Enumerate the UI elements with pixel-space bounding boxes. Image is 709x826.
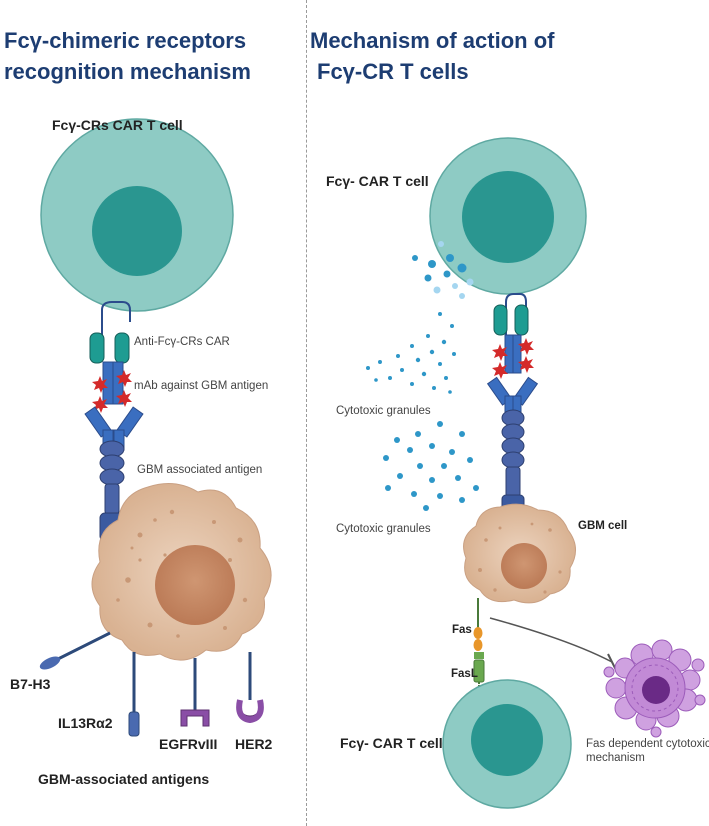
apoptotic-cell bbox=[603, 639, 706, 738]
left-gbm-cell bbox=[91, 482, 272, 661]
antigen-egfrviii bbox=[180, 658, 210, 727]
right-car-receptor bbox=[493, 293, 529, 374]
right-bottom-cell-label: Fcγ- CAR T cell bbox=[340, 735, 443, 751]
right-antibody bbox=[486, 376, 539, 415]
cytotoxic-granules-3 bbox=[383, 421, 479, 511]
left-title-line2: recognition mechanism bbox=[4, 59, 251, 84]
cytotoxic-granules-2 bbox=[366, 312, 456, 394]
right-gbm-cell bbox=[463, 503, 576, 604]
right-top-cell-label: Fcγ- CAR T cell bbox=[326, 173, 429, 189]
inhibition-arrow bbox=[489, 617, 617, 671]
fas-fasl-complex bbox=[473, 598, 485, 706]
granules-label-2: Cytotoxic granules bbox=[336, 523, 431, 535]
antigen-her2 bbox=[236, 652, 264, 724]
apoptosis-label-line2: mechanism bbox=[586, 752, 645, 764]
left-cell-label: Fcγ-CRs CAR T cell bbox=[52, 117, 183, 133]
fasl-label: FasL bbox=[451, 668, 478, 680]
antigen-label-egfrviii: EGFRvIII bbox=[159, 736, 218, 752]
cytotoxic-granules-1 bbox=[412, 241, 474, 299]
right-mab-stars bbox=[492, 338, 534, 379]
antigen-label-il13ra2: IL13Rα2 bbox=[58, 715, 113, 731]
right-title-line2: Fcγ-CR T cells bbox=[317, 59, 469, 84]
right-title-line1: Mechanism of action of bbox=[310, 28, 555, 53]
left-title-line1: Fcγ-chimeric receptors bbox=[4, 28, 247, 53]
antigen-b7h3 bbox=[39, 631, 111, 670]
right-top-tcell bbox=[429, 137, 587, 295]
left-antibody bbox=[84, 406, 144, 451]
antigens-title: GBM-associated antigens bbox=[38, 771, 210, 787]
panel-divider bbox=[306, 0, 307, 826]
gbm-cell-label: GBM cell bbox=[578, 520, 628, 532]
left-tcell bbox=[40, 118, 234, 312]
antigen-label-her2: HER2 bbox=[235, 736, 273, 752]
right-bottom-tcell bbox=[442, 679, 572, 809]
right-antigen bbox=[501, 409, 525, 518]
fas-label: Fas bbox=[452, 624, 472, 636]
granules-label-1: Cytotoxic granules bbox=[336, 405, 431, 417]
antigen-label: GBM associated antigen bbox=[137, 464, 263, 476]
antigen-il13ra2 bbox=[128, 652, 140, 737]
antigen-label-b7h3: B7-H3 bbox=[10, 676, 51, 692]
car-label: Anti-Fcγ-CRs CAR bbox=[134, 336, 230, 348]
mab-label: mAb against GBM antigen bbox=[134, 380, 269, 392]
apoptosis-label-line1: Fas dependent cytotoxic bbox=[586, 738, 709, 750]
